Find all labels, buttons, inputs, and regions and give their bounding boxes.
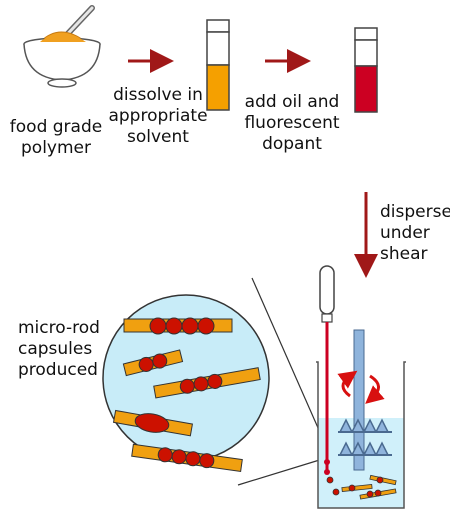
label-line: food grade	[9, 117, 103, 137]
label-line: fluorescent	[244, 113, 340, 133]
zoom-line-bottom	[237, 457, 327, 486]
pipette-icon	[319, 265, 335, 475]
label-line: add oil and	[244, 92, 340, 112]
micro-rod-capsule	[112, 409, 194, 437]
label-line: micro-rod	[18, 318, 100, 338]
vial-icon	[354, 27, 378, 113]
label-line: shear	[380, 244, 428, 264]
bowl-with-powder-icon	[23, 5, 101, 88]
label-line: capsules	[18, 339, 93, 359]
label-line: produced	[18, 360, 98, 380]
label-line: polymer	[21, 138, 91, 158]
label-line: dopant	[262, 134, 322, 154]
label-line: disperse	[380, 202, 450, 222]
label-dissolve: dissolve in appropriate solvent	[108, 85, 208, 148]
vial-icon	[206, 19, 230, 111]
micro-rod-capsule	[153, 367, 261, 399]
magnified-view	[102, 294, 270, 473]
beaker-with-stirrer-icon	[316, 329, 406, 509]
label-line: under	[380, 223, 430, 243]
label-food-grade-polymer: food grade polymer	[2, 117, 110, 159]
label-disperse: disperse under shear	[380, 202, 450, 265]
zoom-line-top	[251, 277, 327, 447]
micro-rod-capsule	[131, 443, 243, 473]
label-line: dissolve in	[113, 85, 203, 105]
label-micro-rod: micro-rod capsules produced	[18, 318, 100, 381]
label-line: solvent	[127, 127, 189, 147]
label-line: appropriate	[108, 106, 208, 126]
label-add-oil: add oil and fluorescent dopant	[238, 92, 346, 155]
micro-rod-capsule	[122, 349, 184, 377]
micro-rod-capsule	[123, 317, 233, 335]
